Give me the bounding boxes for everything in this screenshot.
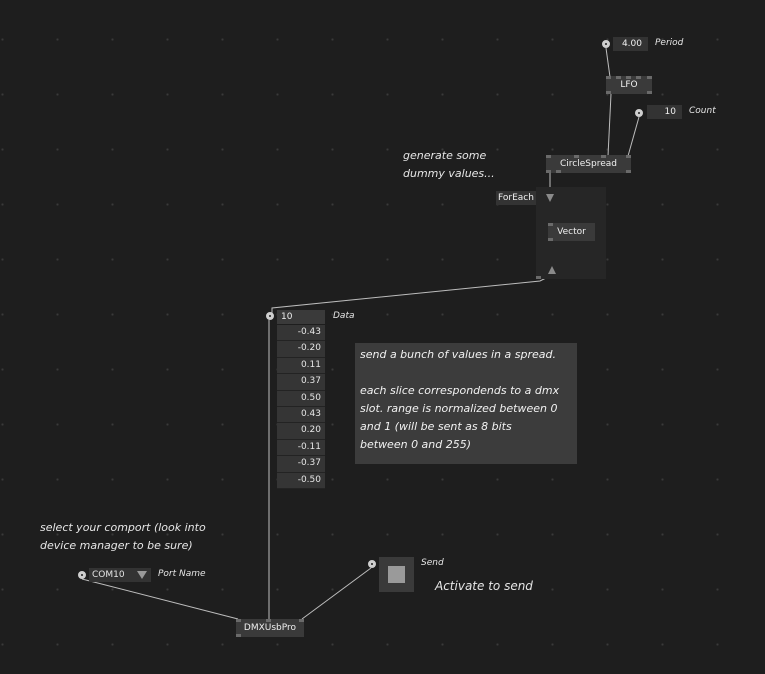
circlespread-node[interactable]: CircleSpread [546, 155, 631, 173]
foreach-output-icon[interactable] [548, 266, 556, 274]
lfo-input-pin[interactable] [636, 76, 641, 79]
vector-output-pin[interactable] [548, 238, 553, 241]
lfo-input-pin[interactable] [606, 76, 611, 79]
data-slice[interactable]: -0.11 [277, 439, 325, 457]
data-label: Data [333, 311, 355, 321]
period-label: Period [655, 38, 684, 48]
wire-lfo-circlespread [607, 93, 612, 157]
lfo-output-pin[interactable] [606, 91, 611, 94]
count-input[interactable]: 10 [647, 105, 682, 119]
data-slice[interactable]: -0.50 [277, 472, 325, 489]
dmx-label: DMXUsbPro [243, 623, 297, 633]
count-label: Count [689, 106, 716, 116]
circlespread-input-pin[interactable] [601, 155, 606, 158]
dmx-input-pin[interactable] [266, 619, 271, 622]
dmx-input-pin[interactable] [299, 619, 304, 622]
send-label: Send [421, 558, 444, 568]
vector-input-pin[interactable] [548, 223, 553, 226]
period-input[interactable]: 4.00 [613, 37, 648, 51]
dmx-node[interactable]: DMXUsbPro [236, 619, 304, 637]
vector-node[interactable]: Vector [548, 223, 595, 241]
comport-pin-icon[interactable] [78, 571, 86, 579]
wire-send-dmx [301, 567, 372, 620]
info-comment-box: send a bunch of values in a spread. each… [355, 343, 577, 464]
circlespread-output-pin[interactable] [546, 170, 551, 173]
data-slice[interactable]: 0.43 [277, 406, 325, 424]
data-spread[interactable]: 10 -0.43 -0.20 0.11 0.37 0.50 0.43 0.20 … [277, 310, 325, 489]
data-slice[interactable]: 0.37 [277, 374, 325, 391]
lfo-output-pin[interactable] [647, 91, 652, 94]
circlespread-label: CircleSpread [560, 159, 617, 169]
data-slice[interactable]: -0.20 [277, 341, 325, 358]
foreach-input-icon[interactable] [546, 194, 554, 202]
comport-value: COM10 [92, 570, 125, 580]
comport-select[interactable]: COM10 [89, 568, 151, 582]
data-slice[interactable]: 0.11 [277, 357, 325, 375]
send-bang-button[interactable] [379, 557, 414, 592]
comport-comment: select your comport (look into device ma… [40, 521, 206, 552]
circlespread-input-pin[interactable] [546, 155, 551, 158]
period-pin-icon[interactable] [602, 40, 610, 48]
circlespread-input-pin[interactable] [626, 155, 631, 158]
data-slice[interactable]: -0.37 [277, 456, 325, 473]
info-comment-text: send a bunch of values in a spread. each… [360, 348, 560, 451]
dmx-input-pin[interactable] [236, 619, 241, 622]
circlespread-output-pin[interactable] [556, 170, 561, 173]
data-count[interactable]: 10 [277, 310, 325, 325]
vector-label: Vector [557, 227, 586, 237]
data-pin-icon[interactable] [266, 312, 274, 320]
circlespread-output-pin[interactable] [626, 170, 631, 173]
lfo-label: LFO [620, 80, 638, 90]
comment-generate: generate some dummy values... [403, 149, 495, 180]
chevron-down-icon[interactable] [137, 571, 147, 579]
data-slice[interactable]: -0.43 [277, 325, 325, 342]
lfo-input-pin[interactable] [616, 76, 621, 79]
wire-vector-data [271, 274, 553, 314]
send-bang-square[interactable] [388, 566, 405, 583]
circlespread-input-pin[interactable] [574, 155, 579, 158]
wire-period-lfo [605, 47, 611, 78]
data-slice[interactable]: 0.20 [277, 423, 325, 440]
lfo-input-pin[interactable] [647, 76, 652, 79]
foreach-label: ForEach [496, 191, 536, 205]
port-name-label: Port Name [158, 569, 206, 579]
send-hint: Activate to send [435, 579, 533, 593]
wire-count-circlespread [627, 116, 640, 157]
wire-comport-dmx [81, 578, 239, 620]
data-slice[interactable]: 0.50 [277, 390, 325, 407]
dmx-output-pin[interactable] [236, 634, 241, 637]
foreach-region-pin[interactable] [536, 276, 541, 279]
count-pin-icon[interactable] [635, 109, 643, 117]
lfo-input-pin[interactable] [626, 76, 631, 79]
send-pin-icon[interactable] [368, 560, 376, 568]
lfo-node[interactable]: LFO [606, 76, 652, 94]
